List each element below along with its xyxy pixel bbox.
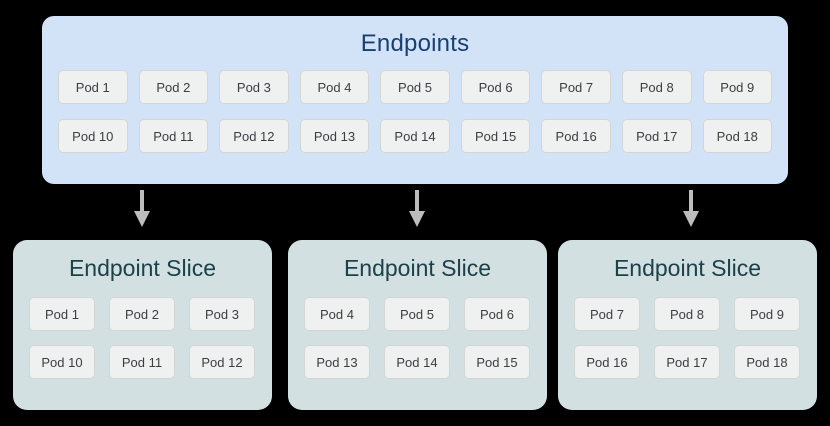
endpoint-slice-pod-row: Pod 10 Pod 11 Pod 12 <box>29 345 256 379</box>
endpoints-pod-grid: Pod 1 Pod 2 Pod 3 Pod 4 Pod 5 Pod 6 Pod … <box>58 70 773 153</box>
pod-chip[interactable]: Pod 11 <box>109 345 175 379</box>
arrow-shaft <box>415 190 419 213</box>
arrow-down-icon <box>409 190 425 227</box>
pod-chip[interactable]: Pod 6 <box>464 297 530 331</box>
endpoints-title: Endpoints <box>360 30 470 57</box>
pod-chip[interactable]: Pod 2 <box>138 70 209 104</box>
pod-chip[interactable]: Pod 13 <box>299 119 370 153</box>
pod-chip[interactable]: Pod 11 <box>138 119 209 153</box>
pod-chip[interactable]: Pod 15 <box>460 119 531 153</box>
pod-chip[interactable]: Pod 1 <box>58 70 128 104</box>
endpoint-slice-pod-grid: Pod 7 Pod 8 Pod 9 Pod 16 Pod 17 Pod 18 <box>574 297 801 379</box>
pod-chip[interactable]: Pod 8 <box>621 70 692 104</box>
pod-chip[interactable]: Pod 18 <box>734 345 800 379</box>
endpoint-slice-pod-row: Pod 13 Pod 14 Pod 15 <box>304 345 531 379</box>
endpoint-slice-pod-row: Pod 1 Pod 2 Pod 3 <box>29 297 256 331</box>
pod-chip[interactable]: Pod 1 <box>29 297 95 331</box>
pod-chip[interactable]: Pod 6 <box>460 70 531 104</box>
arrow-down-icon <box>134 190 150 227</box>
pod-chip[interactable]: Pod 16 <box>574 345 640 379</box>
pod-chip[interactable]: Pod 13 <box>304 345 370 379</box>
arrow-head <box>134 211 150 227</box>
pod-chip[interactable]: Pod 5 <box>380 70 450 104</box>
pod-chip[interactable]: Pod 17 <box>621 119 692 153</box>
arrow-head <box>409 211 425 227</box>
arrow-head <box>683 211 699 227</box>
pod-chip[interactable]: Pod 12 <box>189 345 255 379</box>
pod-chip[interactable]: Pod 14 <box>380 119 450 153</box>
endpoints-pod-row: Pod 1 Pod 2 Pod 3 Pod 4 Pod 5 Pod 6 Pod … <box>58 70 773 104</box>
endpoint-slice-title: Endpoint Slice <box>68 255 217 281</box>
pod-chip[interactable]: Pod 9 <box>702 70 773 104</box>
endpoints-pod-row: Pod 10 Pod 11 Pod 12 Pod 13 Pod 14 Pod 1… <box>58 119 773 153</box>
pod-chip[interactable]: Pod 7 <box>574 297 640 331</box>
pod-chip[interactable]: Pod 12 <box>219 119 289 153</box>
endpoint-slice-pod-row: Pod 16 Pod 17 Pod 18 <box>574 345 801 379</box>
arrow-shaft <box>140 190 144 213</box>
endpoint-slice-pod-grid: Pod 4 Pod 5 Pod 6 Pod 13 Pod 14 Pod 15 <box>304 297 531 379</box>
pod-chip[interactable]: Pod 10 <box>58 119 128 153</box>
pod-chip[interactable]: Pod 4 <box>299 70 370 104</box>
pod-chip[interactable]: Pod 17 <box>654 345 720 379</box>
endpoint-slice-panel-1: Endpoint Slice Pod 1 Pod 2 Pod 3 Pod 10 … <box>13 240 272 410</box>
pod-chip[interactable]: Pod 3 <box>219 70 289 104</box>
arrow-shaft <box>689 190 693 213</box>
pod-chip[interactable]: Pod 18 <box>702 119 773 153</box>
pod-chip[interactable]: Pod 16 <box>541 119 611 153</box>
endpoints-panel: Endpoints Pod 1 Pod 2 Pod 3 Pod 4 Pod 5 … <box>42 16 788 184</box>
endpoint-slice-pod-row: Pod 4 Pod 5 Pod 6 <box>304 297 531 331</box>
endpoint-slice-title: Endpoint Slice <box>613 255 762 281</box>
pod-chip[interactable]: Pod 14 <box>384 345 450 379</box>
pod-chip[interactable]: Pod 5 <box>384 297 450 331</box>
pod-chip[interactable]: Pod 10 <box>29 345 95 379</box>
pod-chip[interactable]: Pod 8 <box>654 297 720 331</box>
pod-chip[interactable]: Pod 2 <box>109 297 175 331</box>
endpoint-slice-panel-2: Endpoint Slice Pod 4 Pod 5 Pod 6 Pod 13 … <box>288 240 547 410</box>
pod-chip[interactable]: Pod 4 <box>304 297 370 331</box>
endpoint-slice-title: Endpoint Slice <box>343 255 492 281</box>
pod-chip[interactable]: Pod 9 <box>734 297 800 331</box>
endpoint-slice-pod-row: Pod 7 Pod 8 Pod 9 <box>574 297 801 331</box>
arrow-down-icon <box>683 190 699 227</box>
endpoint-slice-panel-3: Endpoint Slice Pod 7 Pod 8 Pod 9 Pod 16 … <box>558 240 817 410</box>
pod-chip[interactable]: Pod 3 <box>189 297 255 331</box>
endpoint-slice-pod-grid: Pod 1 Pod 2 Pod 3 Pod 10 Pod 11 Pod 12 <box>29 297 256 379</box>
pod-chip[interactable]: Pod 7 <box>541 70 611 104</box>
pod-chip[interactable]: Pod 15 <box>464 345 530 379</box>
